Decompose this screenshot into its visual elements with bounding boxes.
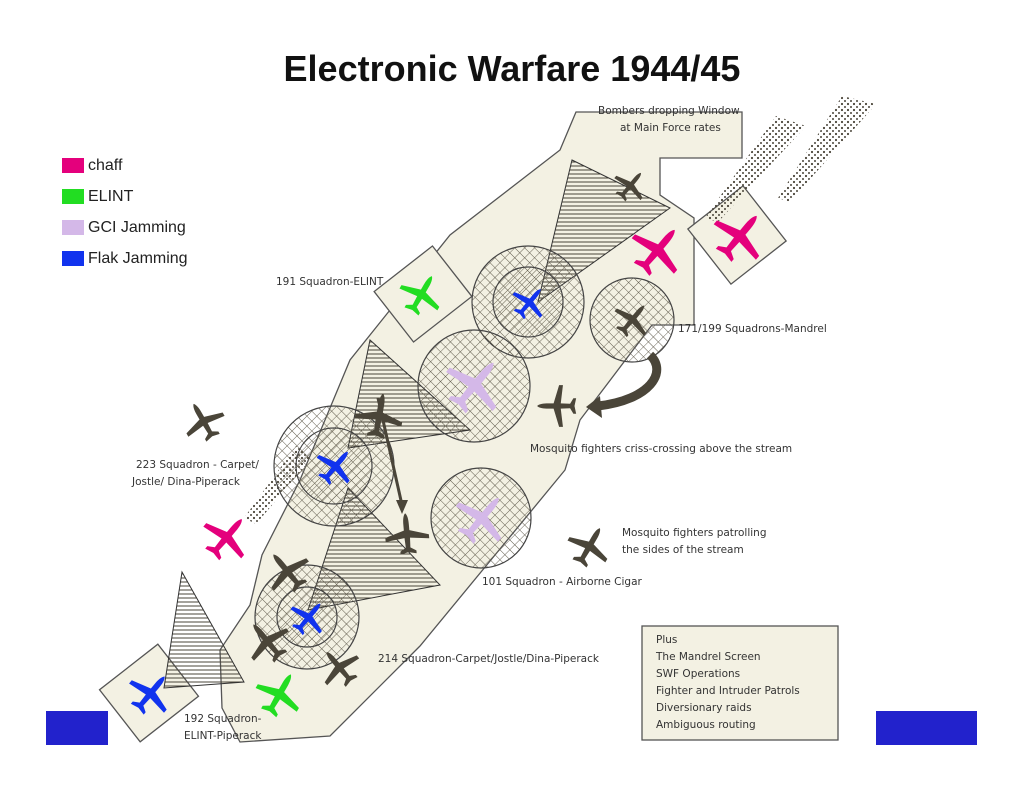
plus-box-line-4: Fighter and Intruder Patrols	[656, 685, 800, 697]
plus-box-line-2: The Mandrel Screen	[655, 651, 761, 663]
mosquito-track-head	[396, 500, 408, 514]
label-criss-crossing: Mosquito fighters criss-crossing above t…	[530, 443, 792, 455]
window-cloud-1	[705, 116, 806, 222]
legend-item-flak-jamming: Flak Jamming	[62, 243, 188, 274]
legend-swatch-gci-jamming	[62, 220, 84, 235]
plus-box-line-6: Ambiguous routing	[656, 719, 756, 731]
slide-title: Electronic Warfare 1944/45	[283, 48, 741, 89]
label-192-squadron-2: ELINT-Piperack	[184, 730, 262, 742]
legend-label-flak-jamming: Flak Jamming	[88, 249, 188, 267]
label-window-2: at Main Force rates	[620, 122, 721, 134]
mosquito-arrow-curve	[597, 351, 662, 411]
footer-bar-right	[876, 711, 977, 745]
label-192-squadron-1: 192 Squadron-	[184, 713, 262, 725]
mosquito-patrol-icon	[560, 517, 619, 575]
legend-swatch-flak-jamming	[62, 251, 84, 266]
label-223-squadron-2: Jostle/ Dina-Piperack	[131, 476, 241, 488]
legend-item-elint: ELINT	[62, 181, 188, 212]
label-223-squadron-1: 223 Squadron - Carpet/	[136, 459, 259, 471]
mosquito-arrow-head	[586, 396, 602, 418]
legend-item-gci-jamming: GCI Jamming	[62, 212, 188, 243]
window-cloud-2	[778, 96, 876, 202]
plus-box: Plus The Mandrel Screen SWF Operations F…	[641, 625, 839, 741]
legend-label-elint: ELINT	[88, 187, 134, 205]
plus-box-line-1: Plus	[656, 634, 677, 646]
plus-box-line-5: Diversionary raids	[656, 702, 752, 714]
beam-bottom	[163, 570, 245, 689]
legend-item-chaff: chaff	[62, 150, 188, 181]
label-mandrel: 171/199 Squadrons-Mandrel	[678, 323, 827, 335]
legend-label-gci-jamming: GCI Jamming	[88, 218, 186, 236]
label-214-squadron: 214 Squadron-Carpet/Jostle/Dina-Piperack	[378, 653, 600, 665]
label-patrol-2: the sides of the stream	[622, 544, 744, 556]
mosquito-outside-left-icon	[175, 393, 232, 449]
legend: chaff ELINT GCI Jamming Flak Jamming	[62, 150, 188, 274]
plus-box-line-3: SWF Operations	[656, 668, 740, 680]
legend-swatch-elint	[62, 189, 84, 204]
label-window-1: Bombers dropping Window	[598, 105, 740, 117]
label-191-squadron: 191 Squadron-ELINT	[276, 276, 384, 288]
legend-swatch-chaff	[62, 158, 84, 173]
legend-label-chaff: chaff	[88, 156, 123, 174]
label-101-squadron: 101 Squadron - Airborne Cigar	[482, 576, 643, 588]
label-patrol-1: Mosquito fighters patrolling	[622, 527, 767, 539]
footer-bar-left	[46, 711, 108, 745]
